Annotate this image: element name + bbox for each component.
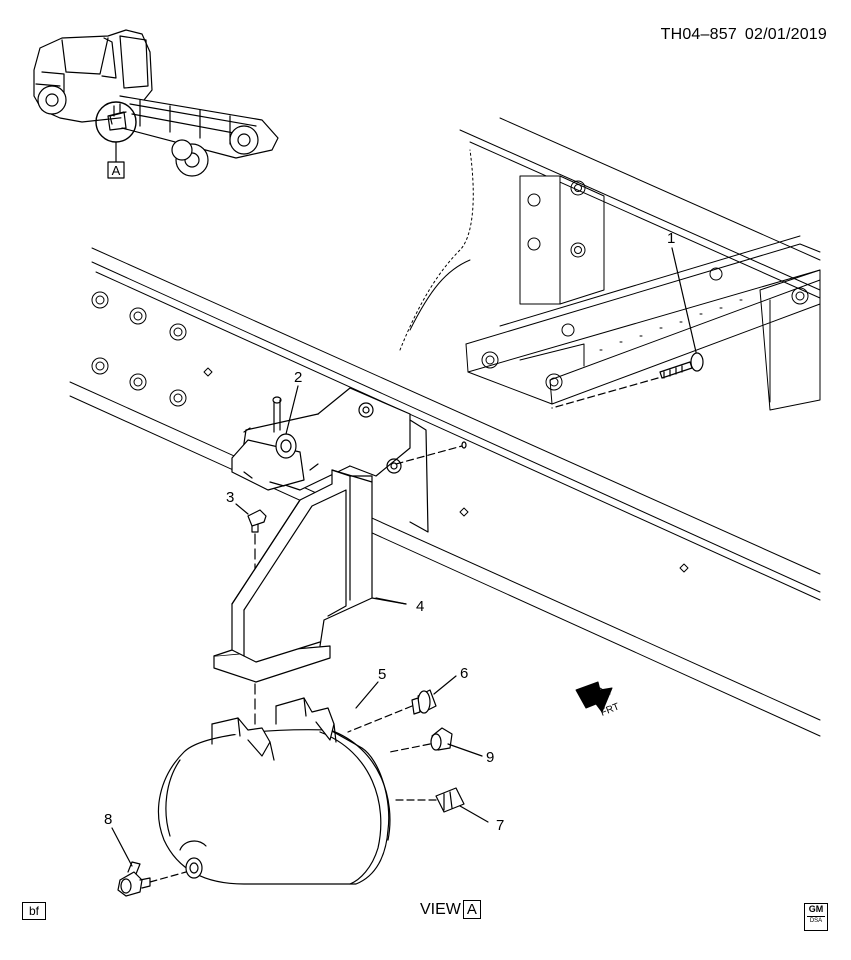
diagram-header: TH04–857 02/01/2019 [661, 26, 827, 44]
gm-logo-sub: DSA [807, 916, 825, 925]
frame-rail [69, 117, 821, 737]
view-letter-box: A [462, 900, 481, 919]
callout-5: 5 [378, 666, 386, 683]
diagram-id: TH04–857 [660, 26, 737, 43]
diagram-date: 02/01/2019 [744, 26, 827, 43]
truck-inset [33, 29, 279, 179]
callout-3: 3 [226, 489, 234, 506]
inset-view-label: A [112, 163, 121, 178]
callout-9: 9 [486, 749, 494, 766]
gm-logo-icon: GM DSA [804, 903, 828, 931]
part-7-fitting [395, 787, 489, 823]
part-1-bolt [551, 247, 704, 409]
front-direction-arrow-icon [575, 681, 613, 713]
callout-8: 8 [104, 811, 112, 828]
callout-1: 1 [667, 230, 675, 247]
part-8-drain-valve [111, 827, 187, 897]
callout-2: 2 [294, 369, 302, 386]
part-4-bracket [213, 469, 407, 683]
bf-box: bf [22, 902, 46, 920]
cross-member [399, 149, 821, 411]
part-6-fitting [347, 675, 457, 733]
callout-7: 7 [496, 817, 504, 834]
callout-6: 6 [460, 665, 468, 682]
callout-4: 4 [416, 598, 424, 615]
part-9-fitting [389, 727, 483, 757]
part-5-air-tank [157, 681, 391, 885]
view-text: VIEW [420, 900, 461, 918]
gm-logo-text: GM [808, 904, 824, 914]
part-2-grommet [231, 385, 467, 533]
